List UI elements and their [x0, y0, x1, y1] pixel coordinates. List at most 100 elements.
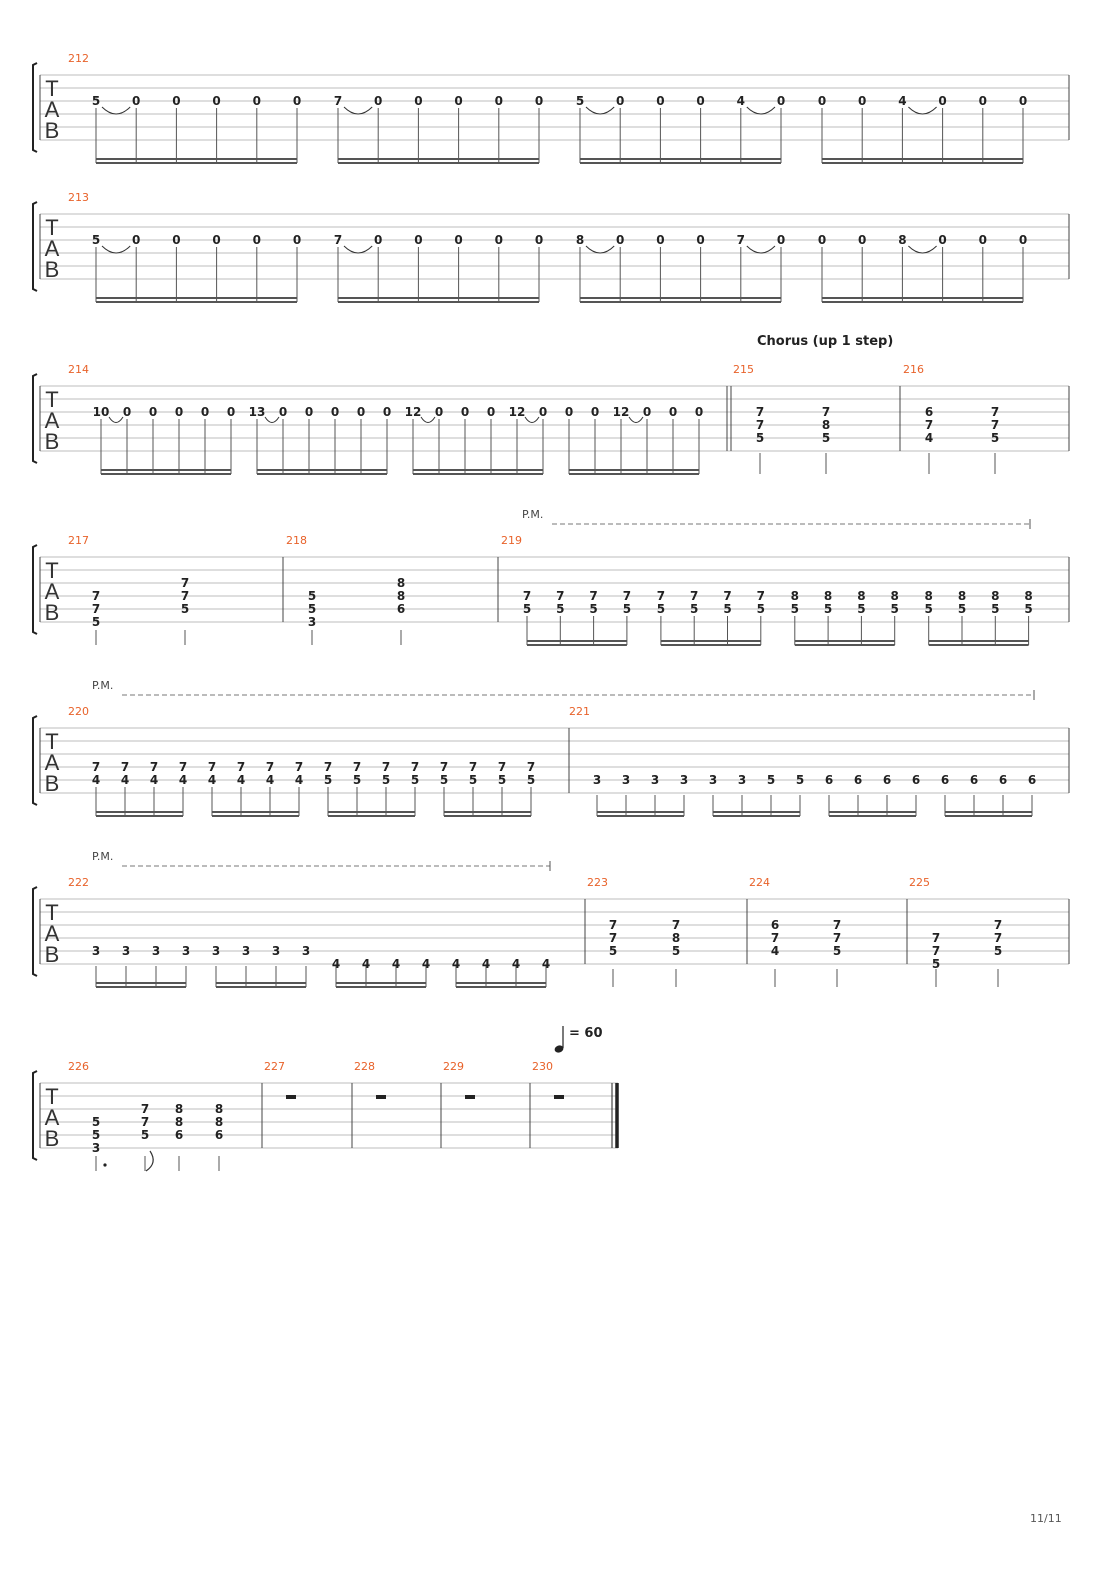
tie	[585, 106, 615, 115]
fret-number: 7	[994, 918, 1002, 932]
whole-rest-227	[286, 1095, 296, 1099]
tie	[343, 245, 373, 254]
fret-number: 7	[92, 760, 100, 774]
fret-number: 4	[295, 773, 303, 787]
fret-number: 3	[709, 773, 717, 787]
fret-number: 7	[266, 760, 274, 774]
fret-number: 7	[623, 589, 631, 603]
tie	[108, 416, 124, 423]
fret-number: 3	[122, 944, 130, 958]
fret-number: 5	[657, 602, 665, 616]
fret-number: 5	[609, 944, 617, 958]
fret-number: 5	[576, 94, 584, 108]
fret-number: 3	[302, 944, 310, 958]
fret-number: 0	[616, 94, 624, 108]
fret-number: 5	[991, 602, 999, 616]
fret-number: 5	[767, 773, 775, 787]
palm-mute-label: P.M.	[92, 850, 113, 863]
measure-number-217: 217	[68, 534, 89, 547]
tab-clef-letter: T	[45, 558, 58, 583]
fret-number: 5	[308, 589, 316, 603]
whole-rest-230	[554, 1095, 564, 1099]
fret-number: 7	[141, 1115, 149, 1129]
system-bracket	[32, 1070, 38, 1161]
tab-clef-letter: T	[45, 215, 58, 240]
fret-number: 8	[822, 418, 830, 432]
fret-number: 4	[482, 957, 490, 971]
page-number: 11/11	[1030, 1512, 1062, 1525]
fret-number: 5	[181, 602, 189, 616]
measure-number-219: 219	[501, 534, 522, 547]
fret-number: 5	[92, 233, 100, 247]
fret-number: 5	[690, 602, 698, 616]
system-bracket	[32, 201, 38, 292]
fret-number: 3	[680, 773, 688, 787]
fret-number: 8	[898, 233, 906, 247]
fret-number: 3	[593, 773, 601, 787]
fret-number: 0	[979, 233, 987, 247]
fret-number: 7	[723, 589, 731, 603]
fret-number: 0	[293, 233, 301, 247]
fret-number: 3	[212, 944, 220, 958]
fret-number: 7	[92, 602, 100, 616]
fret-number: 0	[696, 233, 704, 247]
whole-rest-228	[376, 1095, 386, 1099]
fret-number: 6	[175, 1128, 183, 1142]
fret-number: 7	[334, 94, 342, 108]
measure-number-218: 218	[286, 534, 307, 547]
fret-number: 4	[179, 773, 187, 787]
fret-number: 5	[411, 773, 419, 787]
tab-clef-letter: A	[45, 750, 60, 775]
fret-number: 13	[249, 405, 266, 419]
fret-number: 8	[891, 589, 899, 603]
fret-number: 7	[756, 418, 764, 432]
fret-number: 5	[353, 773, 361, 787]
fret-number: 0	[777, 233, 785, 247]
fret-number: 4	[362, 957, 370, 971]
fret-number: 5	[857, 602, 865, 616]
fret-number: 7	[181, 589, 189, 603]
fret-number: 6	[854, 773, 862, 787]
fret-number: 3	[272, 944, 280, 958]
fret-number: 5	[791, 602, 799, 616]
fret-number: 4	[92, 773, 100, 787]
fret-number: 3	[92, 1141, 100, 1155]
fret-number: 0	[279, 405, 287, 419]
fret-number: 3	[622, 773, 630, 787]
fret-number: 5	[822, 431, 830, 445]
fret-number: 5	[440, 773, 448, 787]
fret-number: 0	[565, 405, 573, 419]
system-bracket	[32, 62, 38, 153]
fret-number: 4	[237, 773, 245, 787]
fret-number: 0	[535, 94, 543, 108]
measure-number-223: 223	[587, 876, 608, 889]
measure-number-227: 227	[264, 1060, 285, 1073]
fret-number: 3	[738, 773, 746, 787]
fret-number: 8	[397, 589, 405, 603]
fret-number: 3	[651, 773, 659, 787]
fret-number: 8	[925, 589, 933, 603]
tie	[746, 245, 776, 254]
tie	[524, 416, 540, 423]
tie	[101, 245, 131, 254]
fret-number: 5	[1024, 602, 1032, 616]
tab-clef-letter: A	[45, 1105, 60, 1130]
tab-clef-letter: T	[45, 729, 58, 754]
fret-number: 7	[411, 760, 419, 774]
fret-number: 7	[932, 931, 940, 945]
fret-number: 7	[440, 760, 448, 774]
fret-number: 6	[397, 602, 405, 616]
fret-number: 0	[172, 94, 180, 108]
fret-number: 6	[825, 773, 833, 787]
tie	[628, 416, 644, 423]
fret-number: 5	[925, 602, 933, 616]
fret-number: 0	[495, 94, 503, 108]
fret-number: 5	[891, 602, 899, 616]
fret-number: 6	[771, 918, 779, 932]
fret-number: 5	[932, 957, 940, 971]
fret-number: 0	[132, 233, 140, 247]
fret-number: 7	[756, 405, 764, 419]
tab-clef-letter: B	[45, 771, 60, 796]
fret-number: 7	[498, 760, 506, 774]
fret-number: 3	[152, 944, 160, 958]
